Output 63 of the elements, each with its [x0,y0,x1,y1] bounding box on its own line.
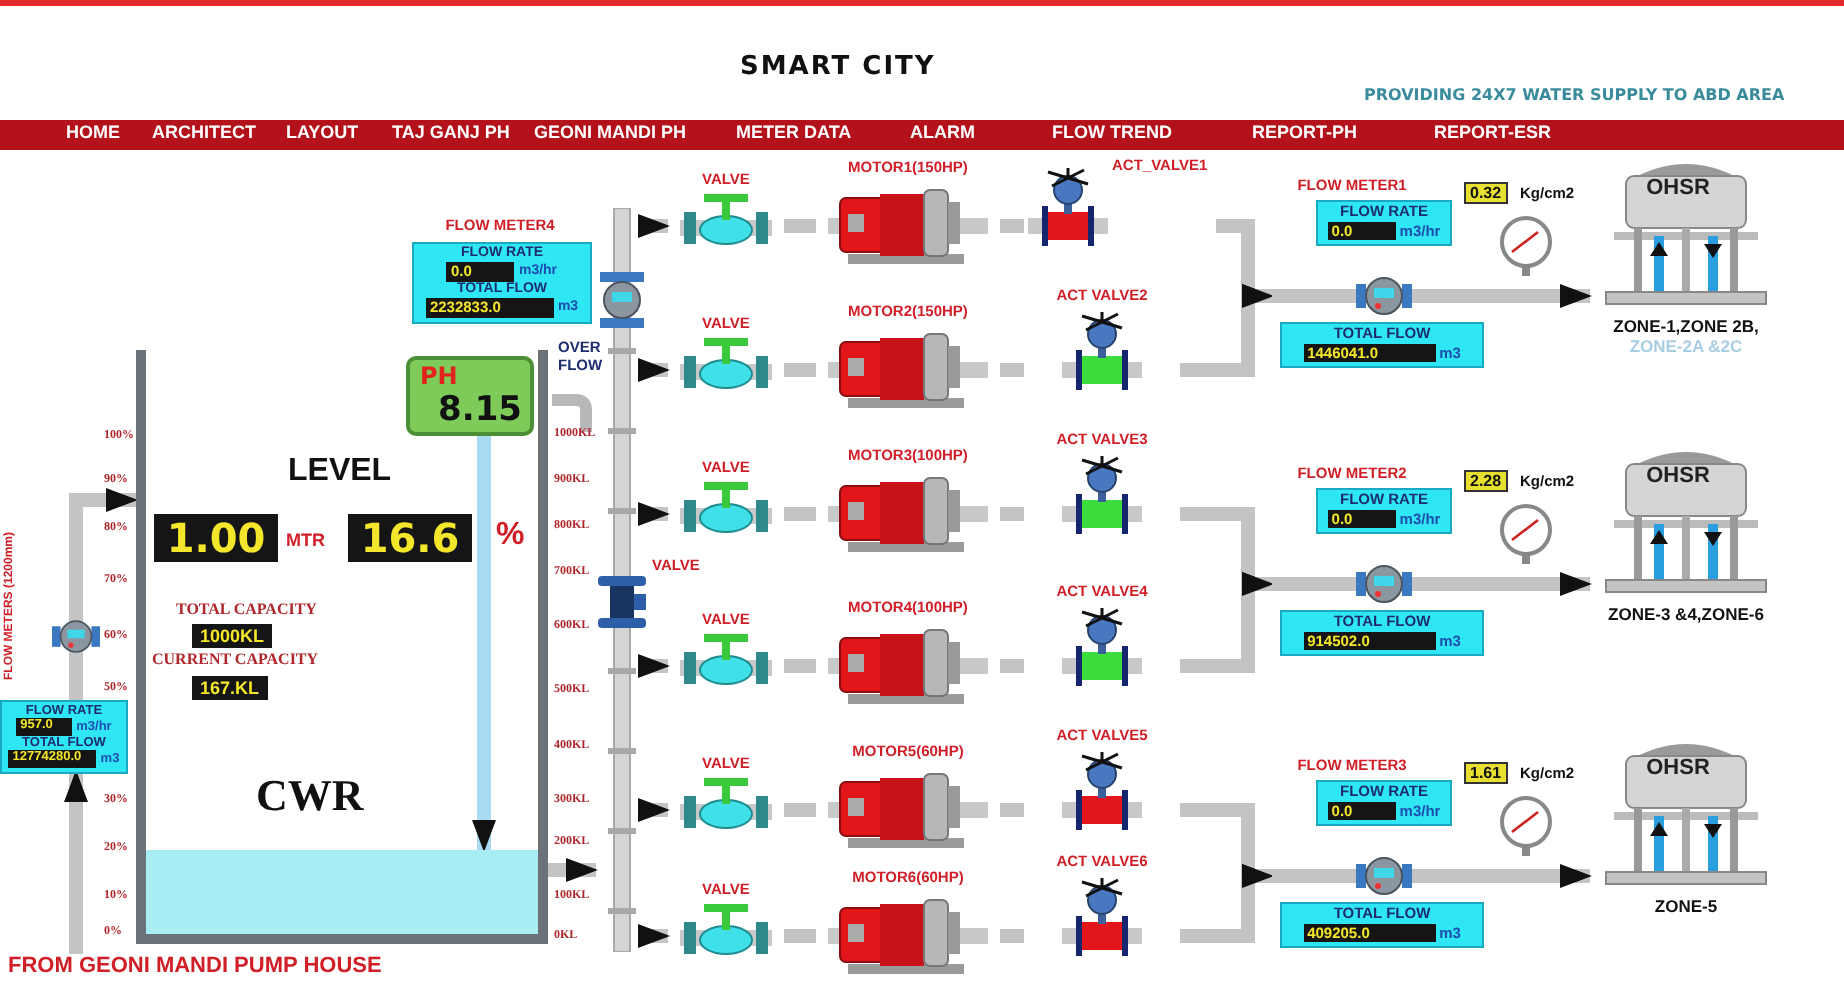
flow-arrow [638,502,670,526]
page-title: SMART CITY [740,52,936,82]
flow-arrow [1492,284,1592,308]
value-display: 2.28 [1464,470,1508,492]
value-display: 16.6 [348,514,472,562]
nav-link: FLOW TREND [1052,122,1172,142]
tower-label: OHSR [1644,756,1712,780]
nav-link: TAJ GANJ PH [392,122,510,142]
zone-label: ZONE-3 &4,ZONE-6 [1606,604,1766,624]
nav-link: METER DATA [736,122,852,142]
pipe [1000,363,1024,377]
nav-link: REPORT-PH [1252,122,1358,142]
tower-label: OHSR [1644,464,1712,488]
nav-link: LAYOUT [286,122,359,142]
flow-arrow [638,654,670,678]
capacity-label: TOTAL CAPACITY [176,600,317,618]
nav-link: ALARM [910,122,975,142]
source-label: FROM GEONI MANDI PUMP HOUSE [8,954,428,984]
flow-arrow [638,924,670,948]
tower-label: OHSR [1644,176,1712,200]
zone-label: ZONE-5 [1652,896,1720,916]
nav-link: HOME [66,122,120,142]
tank-title: CWR [256,770,364,822]
nav-link: GEONI MANDI PH [534,122,687,142]
pipe [784,659,816,673]
nav-link: ARCHITECT [152,122,256,142]
pipe [1000,659,1024,673]
pipe [784,363,816,377]
capacity-label: CURRENT CAPACITY [152,650,319,668]
pipe [784,803,816,817]
ph-label: PH [420,362,458,390]
flow-arrow [638,214,670,238]
level-title: LEVEL [288,454,392,490]
value-display: 1.00 [154,514,278,562]
pipe [1000,929,1024,943]
flow-arrow [548,858,598,882]
ph-value: 8.15 [438,390,522,430]
value-display: 167.KL [192,676,268,700]
pipe [1000,803,1024,817]
unit-label: % [496,518,525,554]
flow-arrow [1492,864,1592,888]
pipe [784,929,816,943]
value-display: 1000KL [192,624,273,648]
ph-display [406,356,534,436]
zone-label: ZONE-1,ZONE 2B, [1611,316,1761,336]
flow-arrow [64,770,88,954]
flow-arrow [638,798,670,822]
pipe [784,219,816,233]
value-display: 1.61 [1464,762,1508,784]
tagline: PROVIDING 24X7 WATER SUPPLY TO ABD AREA [1364,86,1785,104]
flow-arrow [69,488,138,524]
tank [136,350,548,944]
nav-link: REPORT-ESR [1434,122,1552,142]
flow-arrow [1492,572,1592,596]
pipe [1000,507,1024,521]
water-fill [146,850,538,934]
zone-label: ZONE-2A &2C [1627,336,1745,356]
unit-label: MTR [286,530,325,550]
pipe [784,507,816,521]
flow-arrow [472,436,496,852]
value-display: 0.32 [1464,182,1508,204]
flow-arrow [638,358,670,382]
pipe [1000,219,1024,233]
